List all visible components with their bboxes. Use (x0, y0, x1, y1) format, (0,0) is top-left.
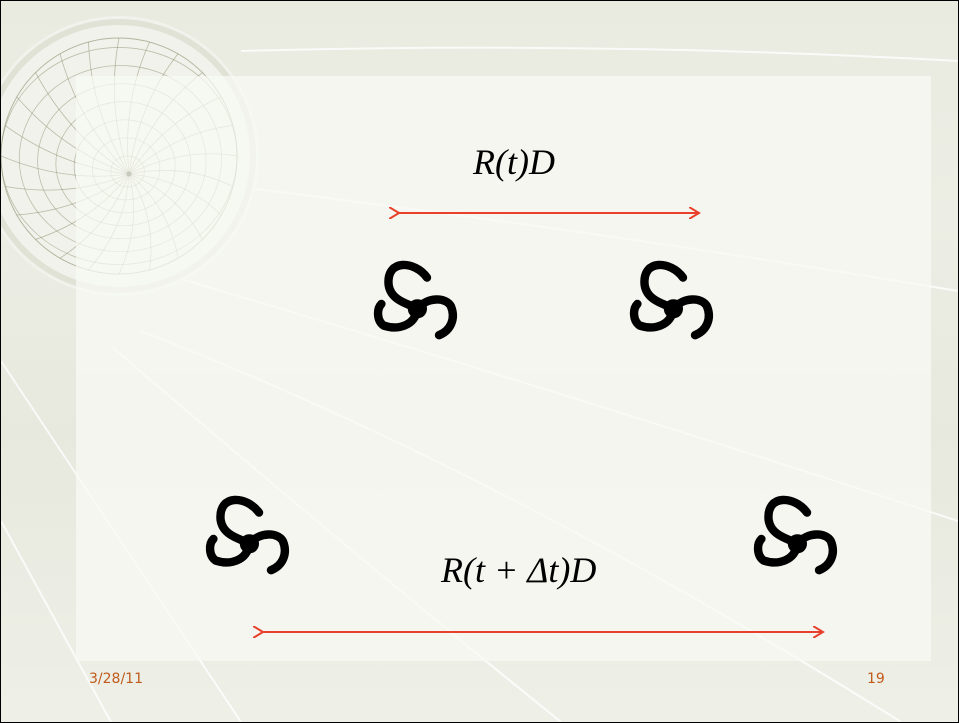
galaxy-icon (210, 500, 285, 570)
top-distance-label: R(t)D (473, 142, 555, 182)
bottom-distance-label: R(t + Δt)D (441, 550, 597, 590)
galaxy-icon (634, 265, 709, 335)
galaxy-icon (758, 500, 833, 570)
footer-page-number: 19 (867, 671, 885, 687)
galaxy-icon (378, 265, 453, 335)
footer-date: 3/28/11 (89, 671, 143, 687)
